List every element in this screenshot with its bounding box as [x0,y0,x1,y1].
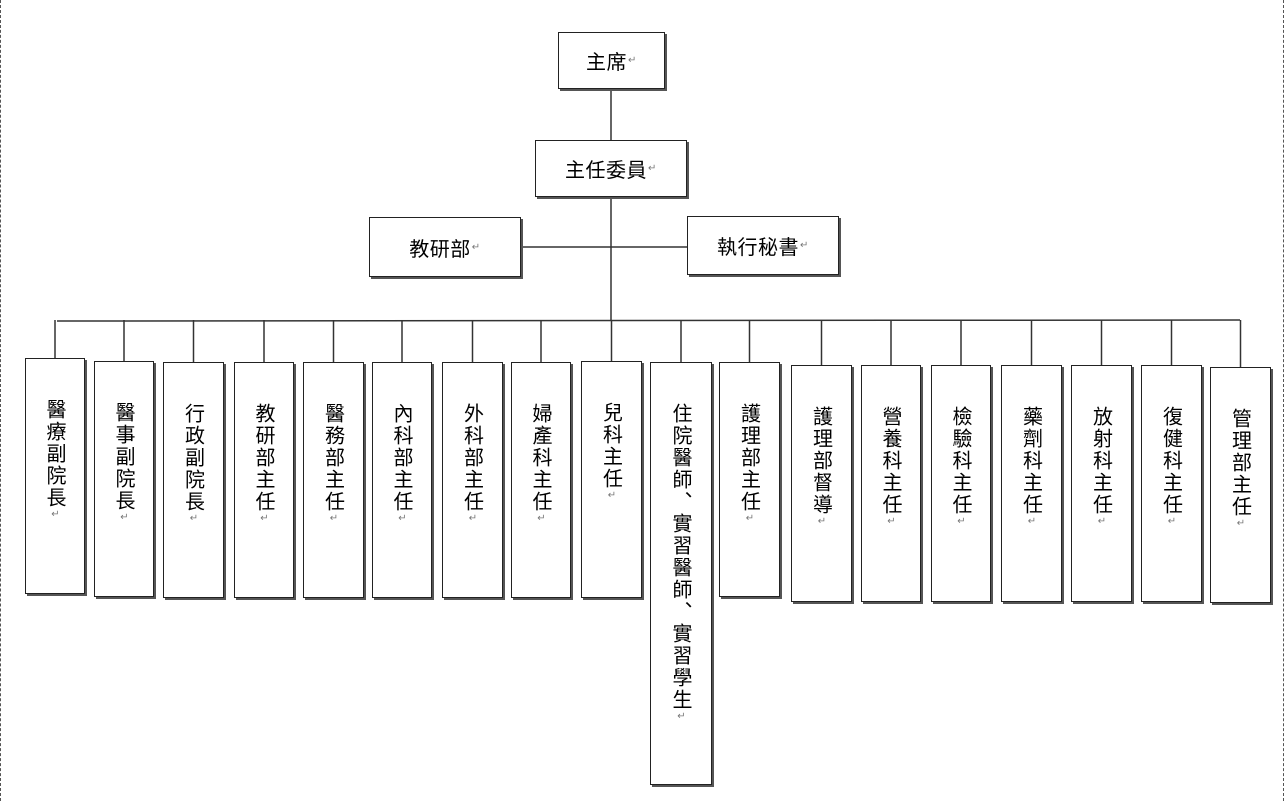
unit-box: 醫事副院長↵ [94,361,154,597]
unit-box: 護理部主任↵ [719,362,780,597]
unit-box: 婦產科主任↵ [511,362,571,598]
paragraph-mark-icon: ↵ [471,241,481,253]
paragraph-mark-icon: ↵ [816,516,828,527]
unit-box: 藥劑科主任↵ [1001,365,1062,602]
unit-label: 放射科主任↵ [1089,406,1114,527]
unit-label: 住院醫師、實習醫師、實習學生↵ [669,403,693,722]
paragraph-mark-icon: ↵ [800,240,809,251]
unit-label: 藥劑科主任↵ [1019,406,1044,527]
paragraph-mark-icon: ↵ [188,513,200,524]
unit-label: 行政副院長↵ [181,403,206,524]
paragraph-mark-icon: ↵ [606,490,618,501]
chief-commissioner-box: 主任委員↵ [535,140,687,197]
executive-secretary-box: 執行秘書↵ [687,216,839,275]
unit-label: 婦產科主任↵ [529,403,553,524]
unit-box: 內科部主任↵ [372,362,432,598]
paragraph-mark-icon: ↵ [1166,516,1178,527]
paragraph-mark-icon: ↵ [648,163,657,174]
unit-label: 護理部督導↵ [809,406,834,527]
unit-box: 檢驗科主任↵ [931,365,991,602]
paragraph-mark-icon: ↵ [886,516,897,527]
unit-box: 醫療副院長↵ [25,358,85,594]
paragraph-mark-icon: ↵ [956,516,967,527]
chief-commissioner-label: 主任委員 [565,158,648,182]
unit-box: 復健科主任↵ [1141,365,1202,602]
paragraph-mark-icon: ↵ [628,55,637,66]
unit-label: 營養科主任↵ [879,406,903,527]
paragraph-mark-icon: ↵ [467,513,479,524]
unit-box: 管理部主任↵ [1210,367,1271,603]
unit-label: 復健科主任↵ [1159,406,1184,527]
connector-horizontal-bus [56,319,1241,322]
unit-box: 行政副院長↵ [163,362,224,598]
paragraph-mark-icon: ↵ [259,513,270,524]
paragraph-mark-icon: ↵ [1026,516,1038,527]
unit-label: 兒科主任↵ [599,402,624,501]
unit-box: 教研部主任↵ [234,362,294,598]
paragraph-mark-icon: ↵ [1235,518,1247,529]
paragraph-mark-icon: ↵ [119,512,130,523]
unit-box: 醫務部主任↵ [303,362,364,598]
paragraph-mark-icon: ↵ [328,513,340,524]
paragraph-mark-icon: ↵ [397,513,408,524]
paragraph-mark-icon: ↵ [744,513,756,524]
unit-label: 醫務部主任↵ [321,403,346,524]
unit-box: 外科部主任↵ [442,362,503,598]
chairman-label: 主席 [586,50,628,74]
unit-box: 營養科主任↵ [861,365,921,602]
unit-label: 外科部主任↵ [460,403,485,524]
paragraph-mark-icon: ↵ [1096,516,1108,527]
paragraph-mark-icon: ↵ [536,513,547,524]
chairman-box: 主席↵ [558,32,665,89]
education-research-dept-box: 教研部↵ [369,217,521,277]
education-research-dept-label: 教研部 [409,236,471,261]
unit-box: 住院醫師、實習醫師、實習學生↵ [650,362,712,785]
unit-label: 檢驗科主任↵ [949,406,973,527]
unit-label: 醫事副院長↵ [112,402,136,523]
unit-box: 護理部督導↵ [791,365,852,602]
unit-label: 醫療副院長↵ [43,399,67,520]
unit-label: 內科部主任↵ [390,403,414,524]
paragraph-mark-icon: ↵ [676,711,687,722]
unit-box: 兒科主任↵ [581,361,642,598]
unit-label: 管理部主任↵ [1228,408,1253,529]
unit-label: 教研部主任↵ [252,403,276,524]
unit-label: 護理部主任↵ [737,403,762,524]
paragraph-mark-icon: ↵ [50,509,61,520]
executive-secretary-label: 執行秘書 [717,235,800,259]
unit-box: 放射科主任↵ [1071,365,1132,602]
